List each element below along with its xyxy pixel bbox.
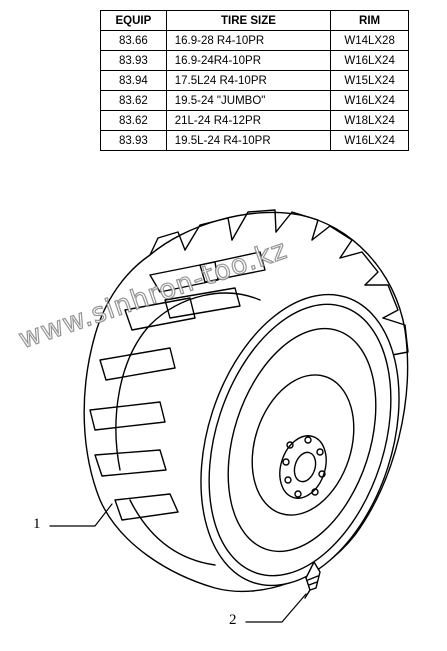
- equip-cell: 83.93: [100, 130, 167, 151]
- leader-line-2: [245, 593, 307, 623]
- equip-cell: 83.66: [100, 30, 167, 51]
- tire-size-cell: 19.5L-24 R4-10PR: [165, 130, 332, 151]
- callout-1: 1: [33, 516, 41, 532]
- rim-cell: W16LX24: [330, 50, 409, 71]
- wheel-illustration: [49, 209, 409, 623]
- equip-cell: 83.94: [100, 70, 167, 91]
- callout-2: 2: [229, 612, 237, 628]
- table-row: 83.94 17.5L24 R4-10PR W15LX24: [100, 70, 409, 91]
- header-rim: RIM: [330, 10, 409, 31]
- rim-cell: W16LX24: [330, 130, 409, 151]
- leader-line-1: [49, 503, 113, 527]
- equip-cell: 83.62: [100, 110, 167, 131]
- header-tire-size: TIRE SIZE: [165, 10, 332, 31]
- table-row: 83.62 19.5-24 "JUMBO" W16LX24: [100, 90, 409, 111]
- header-equip: EQUIP: [100, 10, 167, 31]
- rim-cell: W15LX24: [330, 70, 409, 91]
- table-row: 83.62 21L-24 R4-12PR W18LX24: [100, 110, 409, 131]
- tire-spec-table: EQUIP TIRE SIZE RIM 83.66 16.9-28 R4-10P…: [100, 10, 409, 151]
- rim-cell: W18LX24: [330, 110, 409, 131]
- equip-cell: 83.62: [100, 90, 167, 111]
- equip-cell: 83.93: [100, 50, 167, 71]
- table-row: 83.93 16.9-24R4-10PR W16LX24: [100, 50, 409, 71]
- tire-size-cell: 17.5L24 R4-10PR: [165, 70, 332, 91]
- table-row: 83.66 16.9-28 R4-10PR W14LX28: [100, 30, 409, 51]
- tire-size-cell: 19.5-24 "JUMBO": [165, 90, 332, 111]
- tire-size-cell: 21L-24 R4-12PR: [165, 110, 332, 131]
- tire-size-cell: 16.9-28 R4-10PR: [165, 30, 332, 51]
- valve-stem: [304, 561, 321, 599]
- tire-size-cell: 16.9-24R4-10PR: [165, 50, 332, 71]
- table-row: 83.93 19.5L-24 R4-10PR W16LX24: [100, 130, 409, 151]
- table-header-row: EQUIP TIRE SIZE RIM: [100, 10, 409, 31]
- rim-cell: W16LX24: [330, 90, 409, 111]
- wheel-rim: [200, 293, 400, 587]
- rim-cell: W14LX28: [330, 30, 409, 51]
